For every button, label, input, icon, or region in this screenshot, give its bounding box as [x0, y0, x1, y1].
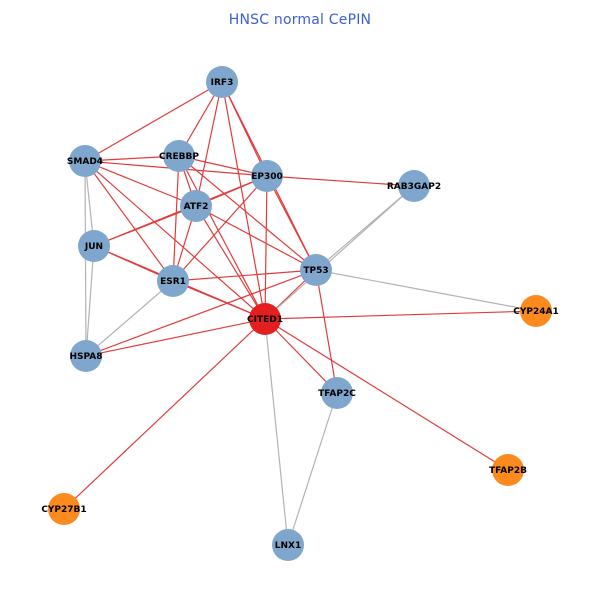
- edge-TP53-TFAP2C: [315, 269, 338, 394]
- edge-TP53-CYP24A1: [315, 269, 537, 312]
- edge-ATF2-CITED1: [195, 205, 266, 320]
- edge-EP300-ESR1: [172, 175, 268, 282]
- node-circle-IRF3: [206, 66, 238, 98]
- edge-CREBBP-ESR1: [172, 155, 180, 282]
- node-circle-CYP24A1: [520, 295, 552, 327]
- edge-TP53-HSPA8: [85, 269, 317, 357]
- node-RAB3GAP2: RAB3GAP2: [387, 170, 441, 202]
- edge-ESR1-CITED1: [172, 280, 266, 320]
- node-CYP27B1: CYP27B1: [41, 493, 87, 525]
- node-circle-TFAP2C: [321, 377, 353, 409]
- edge-CITED1-CYP27B1: [63, 318, 266, 510]
- figure-title: HNSC normal CePIN: [228, 12, 372, 28]
- edge-EP300-RAB3GAP2: [266, 175, 415, 187]
- edge-ATF2-JUN: [93, 205, 197, 247]
- node-circle-ATF2: [180, 190, 212, 222]
- edge-CITED1-HSPA8: [85, 318, 266, 357]
- edge-CITED1-TFAP2B: [264, 318, 509, 471]
- node-ESR1: ESR1: [157, 265, 189, 297]
- edge-IRF3-ATF2: [195, 81, 223, 207]
- node-ATF2: ATF2: [180, 190, 212, 222]
- node-circle-EP300: [251, 160, 283, 192]
- edge-EP300-CITED1: [264, 175, 268, 320]
- node-circle-ESR1: [157, 265, 189, 297]
- edge-CITED1-TFAP2C: [264, 318, 338, 394]
- edge-CREBBP-CITED1: [178, 155, 266, 320]
- node-circle-CREBBP: [163, 140, 195, 172]
- edge-TFAP2C-LNX1: [287, 392, 338, 546]
- node-TFAP2C: TFAP2C: [318, 377, 356, 409]
- edge-CITED1-CYP24A1: [264, 310, 537, 320]
- node-IRF3: IRF3: [206, 66, 238, 98]
- edge-JUN-HSPA8: [85, 245, 95, 357]
- edge-EP300-TP53: [266, 175, 317, 271]
- node-circle-TP53: [300, 254, 332, 286]
- node-EP300: EP300: [251, 160, 283, 192]
- node-circle-LNX1: [272, 529, 304, 561]
- node-TP53: TP53: [300, 254, 332, 286]
- node-circle-HSPA8: [70, 340, 102, 372]
- node-circle-SMAD4: [69, 145, 101, 177]
- node-LNX1: LNX1: [272, 529, 304, 561]
- edge-ATF2-TP53: [195, 205, 317, 271]
- node-CYP24A1: CYP24A1: [513, 295, 559, 327]
- edge-IRF3-CITED1: [221, 81, 266, 320]
- edge-IRF3-SMAD4: [84, 81, 223, 162]
- edge-ESR1-HSPA8: [85, 280, 174, 357]
- node-TFAP2B: TFAP2B: [489, 454, 527, 486]
- node-circle-RAB3GAP2: [398, 170, 430, 202]
- node-JUN: JUN: [78, 230, 110, 262]
- edge-SMAD4-ESR1: [84, 160, 174, 282]
- node-circle-CYP27B1: [48, 493, 80, 525]
- node-circle-JUN: [78, 230, 110, 262]
- node-circle-CITED1: [249, 303, 281, 335]
- edge-ESR1-TP53: [172, 269, 317, 282]
- edge-CITED1-LNX1: [264, 318, 289, 546]
- edge-RAB3GAP2-CITED1: [264, 185, 415, 320]
- node-circle-TFAP2B: [492, 454, 524, 486]
- node-HSPA8: HSPA8: [69, 340, 103, 372]
- edge-CREBBP-TP53: [178, 155, 317, 271]
